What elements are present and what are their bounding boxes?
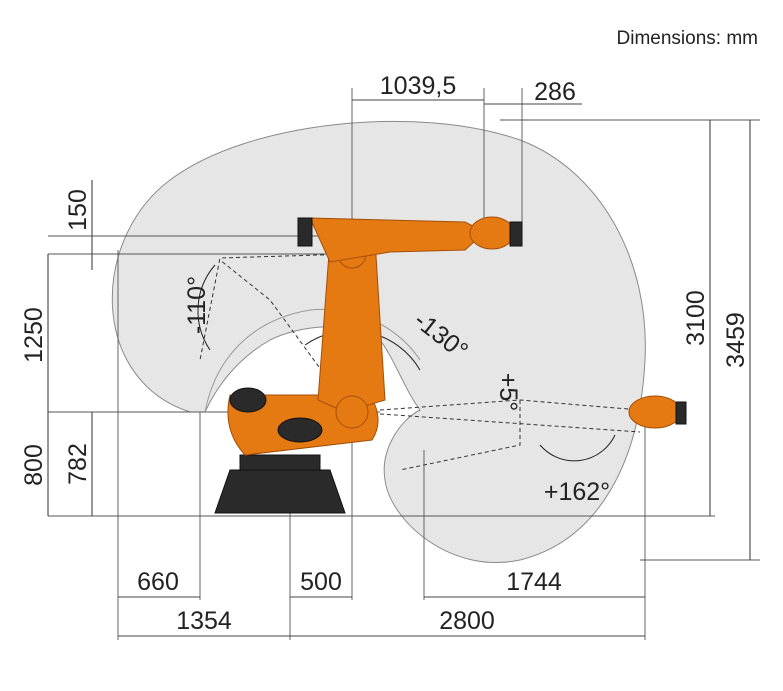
axis2-joint xyxy=(335,395,369,429)
dim-label-3100: 3100 xyxy=(682,290,710,346)
counterbalance-left xyxy=(229,387,267,413)
arc-110 xyxy=(197,264,216,351)
counterbalance-cylinder xyxy=(277,417,323,443)
dim-label-286: 286 xyxy=(534,78,576,106)
arc-162 xyxy=(539,434,616,462)
robot-wrist xyxy=(469,216,515,250)
dim-label-1744: 1744 xyxy=(506,568,562,596)
dim-label-782: 782 xyxy=(64,443,92,485)
dim-label-3459: 3459 xyxy=(722,312,750,368)
dim-label-1250: 1250 xyxy=(20,307,48,363)
dim-label-2800: 2800 xyxy=(439,607,495,635)
dim-label-500: 500 xyxy=(300,568,342,596)
robot-base xyxy=(214,469,346,514)
inner-arc xyxy=(204,308,421,413)
robot-flange xyxy=(509,221,523,247)
robot-flange-extended xyxy=(675,401,687,425)
dim-label-150: 150 xyxy=(64,189,92,231)
units-label: Dimensions: mm xyxy=(617,28,758,49)
angle-110-lines xyxy=(199,253,353,361)
robot-turntable-dark xyxy=(239,454,321,471)
angle-label-minus-110: -110° xyxy=(183,276,211,334)
dim-label-660: 660 xyxy=(137,568,179,596)
robot-upper-arm xyxy=(309,217,486,263)
angle-162-line xyxy=(399,400,521,471)
angle-130-base-line xyxy=(351,411,641,433)
angle-label-plus-5: +5° xyxy=(494,373,522,412)
dim-label-800: 800 xyxy=(20,444,48,486)
robot-wrist-extended xyxy=(628,395,682,429)
arm-motor xyxy=(297,217,313,247)
angle-label-plus-162: +162° xyxy=(544,478,610,506)
dim-label-1354: 1354 xyxy=(176,607,232,635)
dim-label-1039: 1039,5 xyxy=(380,72,456,100)
